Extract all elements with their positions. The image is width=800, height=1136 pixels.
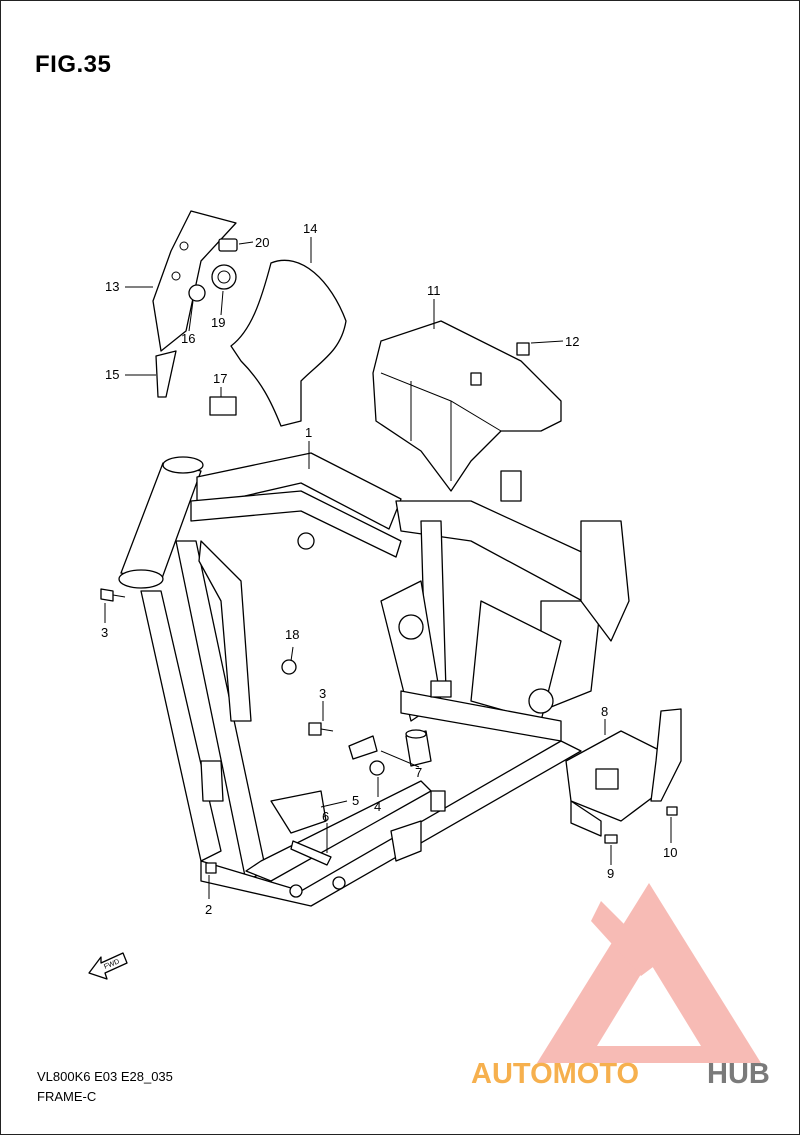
callout-labels: 1 2 3 3 4 5 6 7 8 9 10 11 12 13 14 15 16… — [101, 221, 677, 917]
callout-13: 13 — [105, 279, 119, 294]
callout-10: 10 — [663, 845, 677, 860]
rubber-pad-part — [209, 396, 237, 416]
callout-9: 9 — [607, 866, 614, 881]
watermark-text-part1: AUTOMOTO — [471, 1058, 639, 1090]
watermark-text: AUTOMOTO HUB — [471, 1058, 770, 1090]
callout-3a: 3 — [101, 625, 108, 640]
spacer-part — [348, 729, 432, 767]
figure-title: FIG.35 — [35, 51, 112, 78]
callout-17: 17 — [213, 371, 227, 386]
callout-14: 14 — [303, 221, 317, 236]
callout-15: 15 — [105, 367, 119, 382]
callout-1: 1 — [305, 425, 312, 440]
watermark-text-part2: HUB — [707, 1058, 770, 1090]
callout-12: 12 — [565, 334, 579, 349]
callout-20: 20 — [255, 235, 269, 250]
callout-7: 7 — [415, 765, 422, 780]
callout-2: 2 — [205, 902, 212, 917]
main-frame-part — [118, 452, 630, 907]
diagram-code: VL800K6 E03 E28_035 — [37, 1069, 173, 1084]
leader-lines — [104, 237, 672, 899]
side-bracket-part — [152, 210, 237, 352]
callout-4: 4 — [374, 799, 381, 814]
callout-6: 6 — [322, 809, 329, 824]
callout-11: 11 — [427, 283, 441, 298]
watermark-logo-icon — [537, 883, 761, 1063]
callout-3b: 3 — [319, 686, 326, 701]
battery-case-part — [372, 320, 562, 492]
mounting-plate-part — [270, 790, 327, 834]
fwd-arrow-icon: FWD — [88, 952, 128, 980]
frame-cover-part — [230, 259, 347, 427]
callout-8: 8 — [601, 704, 608, 719]
callout-18: 18 — [285, 627, 299, 642]
strap-part — [155, 350, 177, 398]
callout-19: 19 — [211, 315, 225, 330]
callout-16: 16 — [181, 331, 195, 346]
grommet-parts — [188, 238, 238, 302]
fastener-parts — [100, 342, 678, 874]
callout-5: 5 — [352, 793, 359, 808]
regulator-bracket-part — [565, 708, 682, 837]
diagram-caption: FRAME-C — [37, 1089, 97, 1104]
